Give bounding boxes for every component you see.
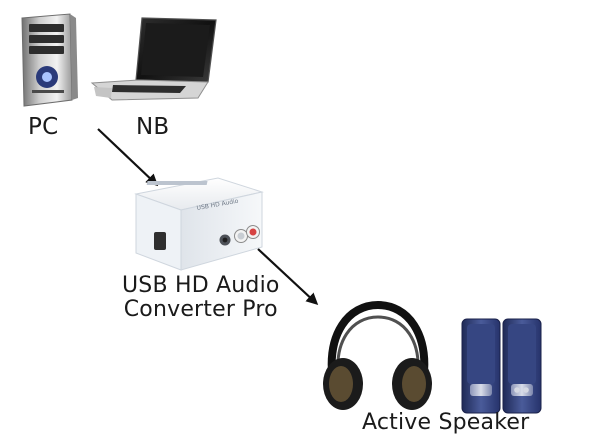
desktop-speakers-icon — [461, 318, 542, 414]
headphones-icon — [323, 300, 432, 410]
arrow-right-down-icon — [257, 248, 319, 306]
device-label-line-2: Converter Pro — [123, 297, 278, 323]
desktop-tower-icon — [21, 13, 78, 107]
device-label-line-1: USB HD Audio — [122, 273, 280, 298]
arrow-right-down-icon — [97, 128, 159, 187]
nb-label: NB — [136, 114, 170, 140]
speaker-label: Active Speaker — [362, 410, 530, 435]
laptop-icon — [90, 17, 217, 101]
device-label: USB HD Audio Converter Pro — [122, 273, 280, 323]
pc-label: PC — [28, 114, 59, 140]
usb-audio-converter-icon — [134, 177, 264, 271]
